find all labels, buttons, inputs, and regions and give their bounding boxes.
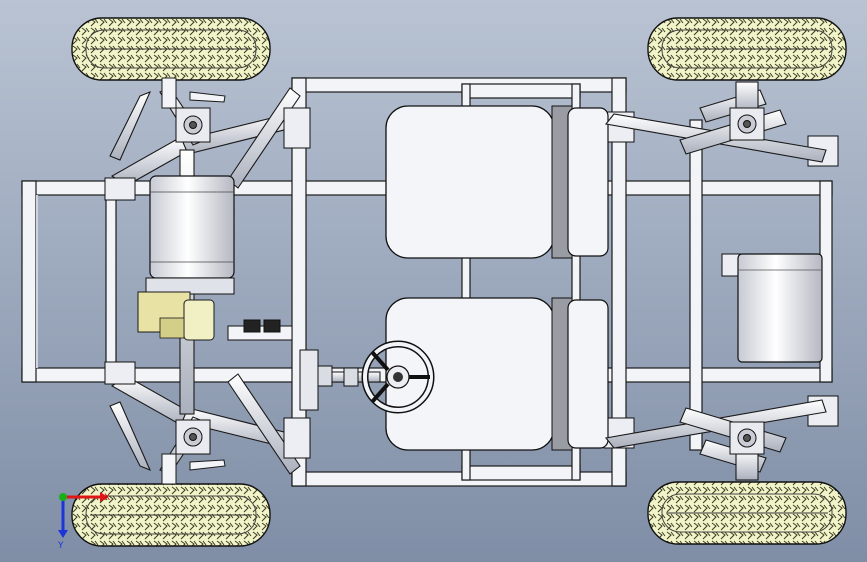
- seat-left[interactable]: [385, 105, 609, 259]
- axis-x-label: X: [104, 493, 110, 503]
- drive-motor[interactable]: [145, 175, 235, 295]
- steering-column[interactable]: [299, 349, 381, 411]
- wheel-front-left[interactable]: [71, 17, 271, 81]
- axis-triad: X Y: [57, 492, 110, 551]
- axis-y-label: Y: [57, 541, 64, 551]
- rear-hub-left: [729, 107, 765, 141]
- wheel-rear-right[interactable]: [647, 481, 847, 545]
- wiring-harness: [227, 319, 293, 341]
- wheel-front-right[interactable]: [71, 483, 271, 547]
- battery-pack[interactable]: [721, 253, 823, 363]
- seat-right[interactable]: [385, 297, 609, 451]
- rear-hub-right: [729, 421, 765, 455]
- frame-brackets: [104, 107, 839, 459]
- steering-knuckles: [161, 77, 226, 485]
- motor-controller[interactable]: [137, 291, 215, 341]
- front-hub-left: [175, 107, 211, 143]
- wheel-rear-left[interactable]: [647, 17, 847, 81]
- front-hub-right: [175, 419, 211, 455]
- steering-wheel[interactable]: [361, 340, 435, 414]
